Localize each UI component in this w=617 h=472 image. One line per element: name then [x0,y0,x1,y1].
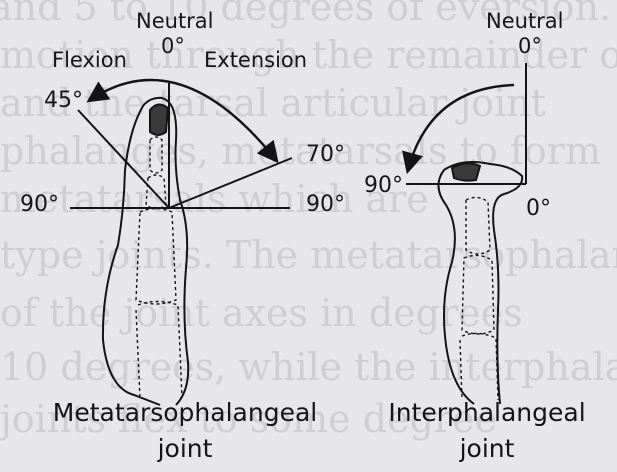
mtp-bones [136,137,182,398]
mtp-joint-diagram [70,80,292,405]
mtp-caption: Metatarsophalangeal joint [10,395,360,467]
ip-joint-diagram [406,63,526,404]
mtp-caption-line1: Metatarsophalangeal [10,395,360,431]
mtp-neutral-label: Neutral [136,11,214,32]
mtp-90-right-label: 90° [306,194,345,216]
mtp-toenail [150,104,168,135]
ip-neutral-label: Neutral [486,11,564,32]
ip-zero-label: 0° [518,36,542,57]
mtp-caption-line2: joint [10,431,360,467]
mtp-zero-label: 0° [161,36,185,57]
mtp-45-label: 45° [44,90,83,112]
ip-0-label: 0° [526,198,551,220]
ip-bones [460,197,498,400]
mtp-70-label: 70° [306,144,345,166]
mtp-flexion-label: Flexion [52,50,127,71]
ip-caption-line1: Interphalangeal [362,395,612,431]
mtp-extension-label: Extension [204,50,307,71]
ip-caption: Interphalangeal joint [362,395,612,467]
ip-caption-line2: joint [362,431,612,467]
ip-90-label: 90° [364,175,403,197]
mtp-90-left-label: 90° [20,194,59,216]
mtp-extension-line [169,158,292,208]
ip-motion-arc [408,85,514,170]
mtp-toe-outline [103,98,188,405]
mtp-motion-arc [90,80,276,160]
ip-toenail [452,163,480,180]
